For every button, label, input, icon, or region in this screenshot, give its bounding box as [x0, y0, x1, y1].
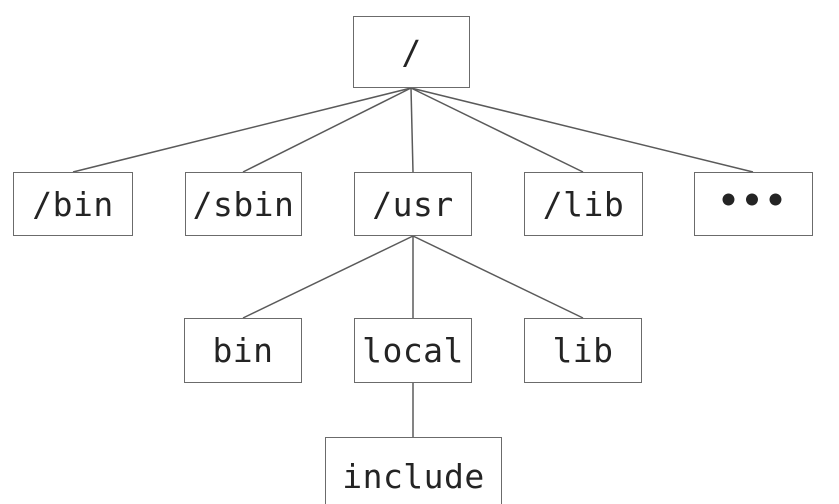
node-usrbin[interactable]: bin: [184, 318, 302, 383]
node-label-include: include: [342, 456, 485, 496]
node-lib[interactable]: /lib: [524, 172, 643, 236]
node-include[interactable]: include: [325, 437, 502, 504]
node-label-usrlib: lib: [552, 331, 614, 370]
edge-root-to-lib: [410, 87, 584, 173]
edge-usr-to-usrlib: [412, 235, 584, 319]
edge-root-to-sbin: [242, 87, 412, 173]
node-usrlib[interactable]: lib: [524, 318, 642, 383]
node-usr[interactable]: /usr: [354, 172, 472, 236]
node-more[interactable]: •••: [694, 172, 813, 236]
node-label-sbin: /sbin: [192, 184, 295, 224]
node-label-more: •••: [718, 181, 789, 221]
edge-root-to-usr: [410, 87, 414, 173]
node-root[interactable]: /: [353, 16, 470, 88]
node-label-usrlocal: local: [362, 331, 464, 370]
node-sbin[interactable]: /sbin: [185, 172, 302, 236]
node-label-lib: /lib: [542, 184, 625, 224]
node-label-root: /: [401, 32, 422, 72]
node-bin[interactable]: /bin: [13, 172, 133, 236]
edge-usr-to-usrbin: [242, 235, 414, 319]
node-label-usrbin: bin: [212, 331, 274, 370]
node-usrlocal[interactable]: local: [354, 318, 472, 383]
node-label-bin: /bin: [32, 184, 114, 224]
edge-root-to-more: [410, 87, 754, 173]
edge-root-to-bin: [72, 87, 412, 173]
node-label-usr: /usr: [372, 184, 454, 224]
